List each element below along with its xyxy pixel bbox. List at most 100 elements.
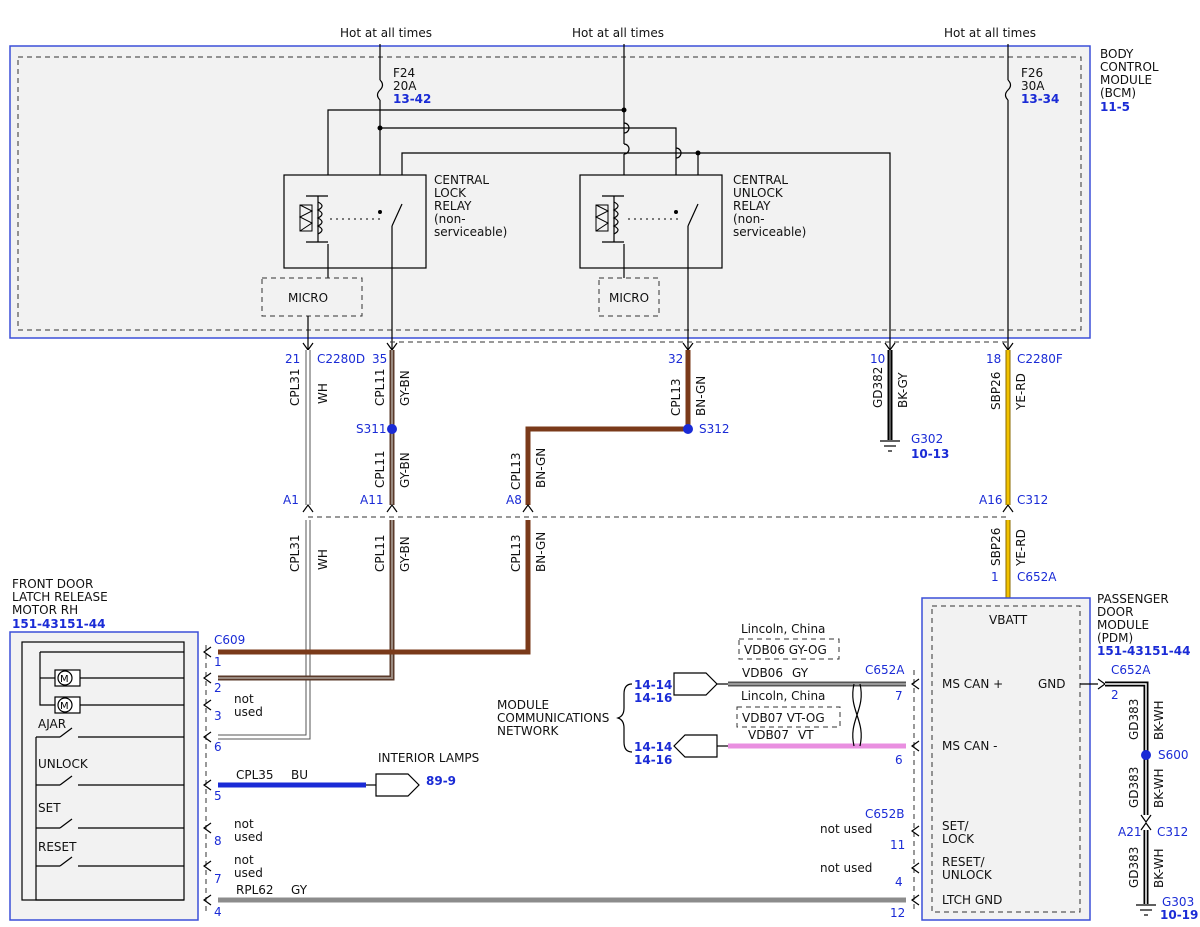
not-used-8a: not: [234, 817, 254, 831]
bcm-box: [9, 45, 1091, 339]
wire-cpl13-label-2: CPL13: [509, 452, 523, 490]
c2280-arrows: [302, 342, 1014, 352]
wire-cpl13-label-3: CPL13: [509, 534, 523, 572]
splice-s312: [683, 424, 693, 434]
network-label-2: COMMUNICATIONS: [497, 711, 609, 725]
wire-bu-label: BU: [291, 768, 308, 782]
interior-lamps-connector-icon[interactable]: [375, 773, 420, 797]
latch-module-box: [9, 631, 199, 921]
network-ref-b-2[interactable]: 14-16: [634, 753, 672, 767]
wire-gybn-label-2: GY-BN: [398, 452, 412, 488]
switch-reset-label: RESET: [38, 840, 77, 854]
pdm-set-1: SET/: [942, 819, 970, 833]
interior-lamps-label: INTERIOR LAMPS: [378, 751, 479, 765]
wire-cpl11-label-2: CPL11: [373, 450, 387, 488]
pin-c609-7: 7: [214, 872, 222, 886]
vdb07-label: VDB07: [748, 728, 789, 742]
lock-relay-label-5: serviceable): [434, 225, 507, 239]
network-ref-a-1[interactable]: 14-14: [634, 678, 672, 692]
pin-c609-6: 6: [214, 740, 222, 754]
wire-cpl11-label-3: CPL11: [373, 534, 387, 572]
wire-bngn-label-2: BN-GN: [534, 448, 548, 488]
wire-yerd-label-2: YE-RD: [1014, 529, 1028, 567]
pdm-ltch-gnd: LTCH GND: [942, 893, 1002, 907]
pdm-ref[interactable]: 151-43151-44: [1097, 644, 1190, 658]
wire-bkwh-label-1: BK-WH: [1152, 700, 1166, 740]
interior-lamps-ref[interactable]: 89-9: [426, 774, 456, 788]
pin-a8: A8: [506, 493, 522, 507]
ground-g302-ref[interactable]: 10-13: [911, 447, 949, 461]
unlock-relay-label-3: RELAY: [733, 199, 771, 213]
svg-text:M: M: [60, 701, 69, 712]
network-label-1: MODULE: [497, 698, 549, 712]
lock-relay-label-4: (non-: [434, 212, 466, 226]
wire-bngn-label-3: BN-GN: [534, 532, 548, 572]
lock-relay-label-2: LOCK: [434, 186, 467, 200]
vdb06-option-box: [738, 638, 840, 660]
splice-s311: [387, 424, 397, 434]
wire-gd383-label-2: GD383: [1127, 767, 1141, 808]
wire-bkgy-label: BK-GY: [896, 372, 910, 408]
ground-g303-ref[interactable]: 10-19: [1160, 908, 1198, 922]
network-ref-b-1[interactable]: 14-16: [634, 691, 672, 705]
vdb06-label: VDB06: [742, 666, 783, 680]
not-used-7a: not: [234, 853, 254, 867]
wire-cpl13-lower: [218, 520, 531, 655]
switch-set-label: SET: [38, 801, 61, 815]
fuse-f26-rating: 30A: [1021, 79, 1045, 93]
wire-sbp26-label-1: SBP26: [989, 372, 1003, 410]
network-ref-a-2[interactable]: 14-14: [634, 740, 672, 754]
wire-yerd-label-1: YE-RD: [1014, 373, 1028, 411]
bcm-ref[interactable]: 11-5: [1100, 100, 1130, 114]
central-lock-relay: [283, 174, 427, 269]
wire-rpl62-label: RPL62: [236, 883, 274, 897]
pin-a21: A21: [1118, 825, 1141, 839]
pin-c652b-4: 4: [895, 875, 903, 889]
unlock-relay-label-4: (non-: [733, 212, 765, 226]
pin-32: 32: [668, 352, 683, 366]
wire-cpl13-upper: [525, 350, 691, 505]
c2280d-label: C2280D: [317, 352, 365, 366]
micro-label-1: MICRO: [288, 291, 328, 305]
fuse-f24-rating: 20A: [393, 79, 417, 93]
latch-label-3: MOTOR RH: [12, 603, 78, 617]
not-used-11: not used: [820, 822, 872, 836]
pin-c652b-12: 12: [890, 906, 905, 920]
not-used-3a: not: [234, 692, 254, 706]
c609-label: C609: [214, 633, 245, 647]
vdb07-color: VT: [798, 728, 814, 742]
latch-ref[interactable]: 151-43151-44: [12, 617, 105, 631]
twisted-pair-icon: [852, 683, 862, 747]
pin-a11: A11: [360, 493, 383, 507]
pdm-gnd: GND: [1038, 677, 1066, 691]
fuse-f24-ref[interactable]: 13-42: [393, 92, 431, 106]
splice-s600-label: S600: [1158, 748, 1189, 762]
network-label-3: NETWORK: [497, 724, 560, 738]
wire-bkwh-label-2: BK-WH: [1152, 768, 1166, 808]
c312-right-label: C312: [1157, 825, 1188, 839]
ground-g303-label: G303: [1162, 895, 1194, 909]
pin-c609-8: 8: [214, 834, 222, 848]
unlock-relay-coil-icon: [594, 195, 699, 243]
pdm-box: [921, 597, 1091, 921]
pin-21: 21: [285, 352, 300, 366]
not-used-8b: used: [234, 830, 263, 844]
wire-gd382-label: GD382: [871, 367, 885, 408]
c312-label: C312: [1017, 493, 1048, 507]
fuse-f24-name: F24: [393, 66, 415, 80]
mscan-plus-connector-icon[interactable]: [673, 672, 718, 696]
vdb06-color: GY: [792, 666, 809, 680]
lincoln-china-1: Lincoln, China: [741, 622, 825, 636]
switch-unlock-label: UNLOCK: [38, 757, 89, 771]
pdm-label-4: (PDM): [1097, 631, 1133, 645]
pin-18: 18: [986, 352, 1001, 366]
pdm-label-3: MODULE: [1097, 618, 1149, 632]
c652a-right-label: C652A: [1111, 663, 1151, 677]
pdm-reset-2: UNLOCK: [942, 868, 993, 882]
pin-c609-4: 4: [214, 905, 222, 919]
wire-wh-label: WH: [316, 383, 330, 404]
mscan-minus-connector-icon[interactable]: [673, 734, 718, 758]
lincoln-china-2: Lincoln, China: [741, 689, 825, 703]
fuse-f26-ref[interactable]: 13-34: [1021, 92, 1059, 106]
